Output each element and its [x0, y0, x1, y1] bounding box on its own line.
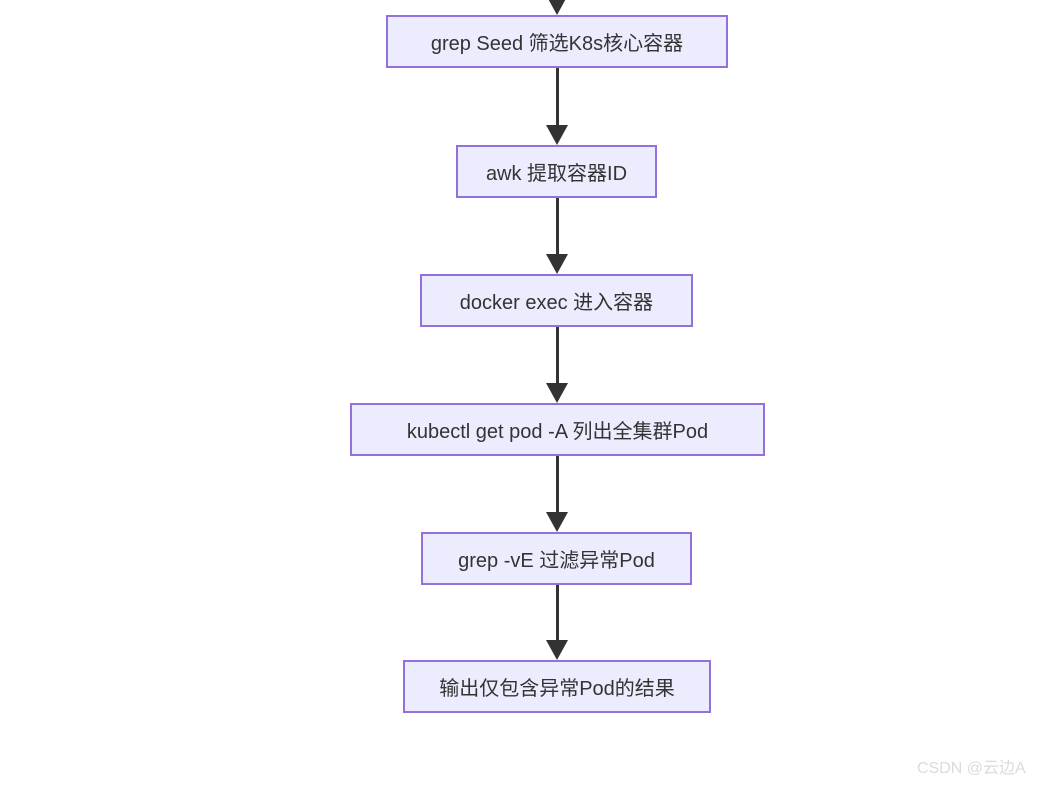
arrow-shaft — [555, 68, 559, 125]
node-awk-extract-container-id: awk 提取容器ID — [456, 145, 657, 198]
node-grep-seed-filter: grep Seed 筛选K8s核心容器 — [386, 15, 728, 68]
arrowhead-down-icon — [546, 254, 568, 274]
arrowhead-down-icon — [546, 640, 568, 660]
arrow-shaft — [555, 327, 559, 383]
arrow-shaft — [555, 456, 559, 512]
arrowhead-down-icon — [546, 125, 568, 145]
node-output-abnormal-pods-result: 输出仅包含异常Pod的结果 — [403, 660, 711, 713]
edge-arrow-2 — [546, 198, 568, 274]
arrow-shaft — [555, 198, 559, 254]
edge-arrow-3 — [546, 327, 568, 403]
watermark: CSDN @云边A — [917, 760, 1026, 777]
edge-arrow-1 — [546, 68, 568, 145]
edge-arrow-5 — [546, 585, 568, 660]
node-docker-exec-enter: docker exec 进入容器 — [420, 274, 693, 327]
arrow-shaft — [555, 585, 559, 640]
arrowhead-down-icon — [546, 383, 568, 403]
node-grep-filter-abnormal-pods: grep -vE 过滤异常Pod — [421, 532, 692, 585]
arrowhead-down-icon — [546, 0, 568, 15]
arrowhead-down-icon — [546, 512, 568, 532]
node-kubectl-get-pods: kubectl get pod -A 列出全集群Pod — [350, 403, 765, 456]
edge-arrow-incoming — [546, 0, 568, 15]
edge-arrow-4 — [546, 456, 568, 532]
